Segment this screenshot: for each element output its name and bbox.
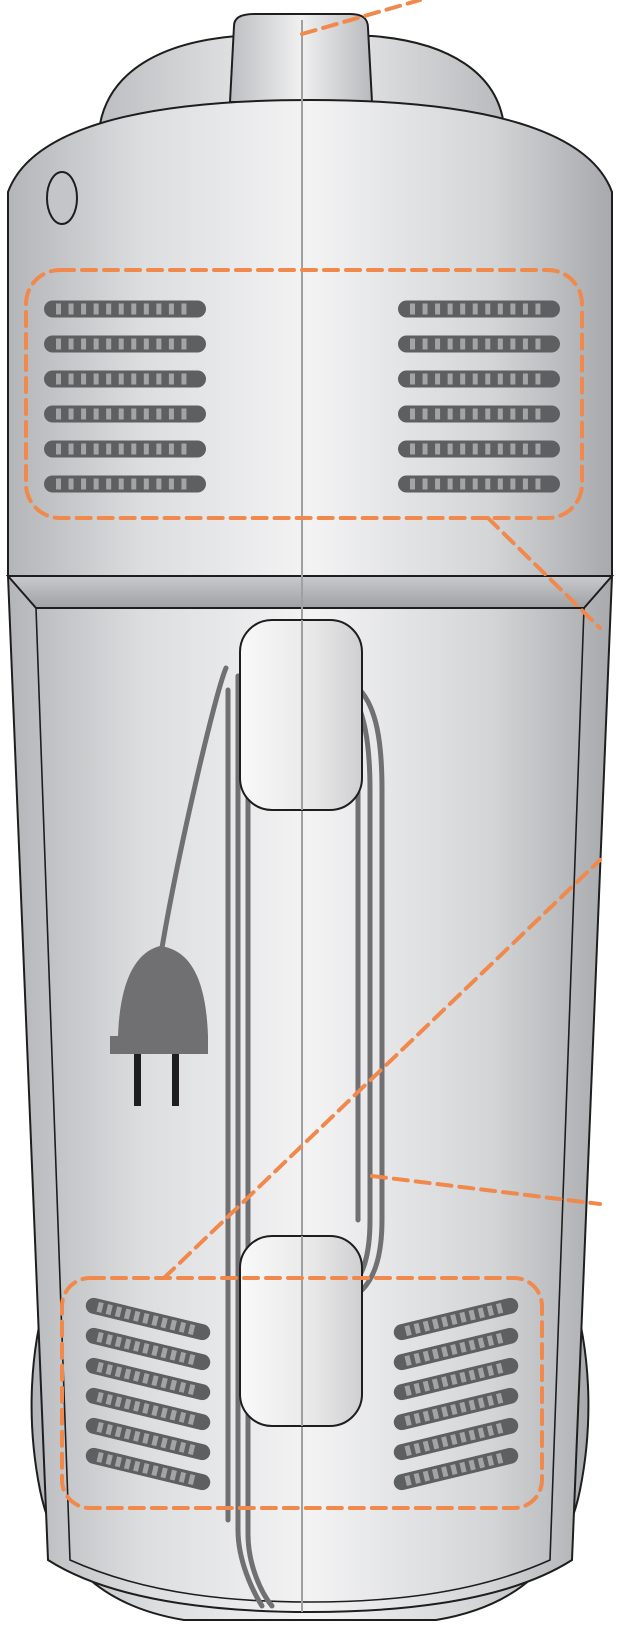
release-button (47, 172, 77, 224)
vent-slot (398, 336, 560, 353)
vent-slot (398, 476, 560, 493)
vent-slot (44, 441, 206, 458)
vent-slot (44, 301, 206, 318)
vent-slot (44, 476, 206, 493)
vent-slot (398, 301, 560, 318)
vent-slot (44, 406, 206, 423)
vent-slot (398, 371, 560, 388)
vent-slot (398, 406, 560, 423)
vent-slot (398, 441, 560, 458)
vent-slot (44, 336, 206, 353)
bevel-band (8, 576, 612, 608)
vent-slot (44, 371, 206, 388)
